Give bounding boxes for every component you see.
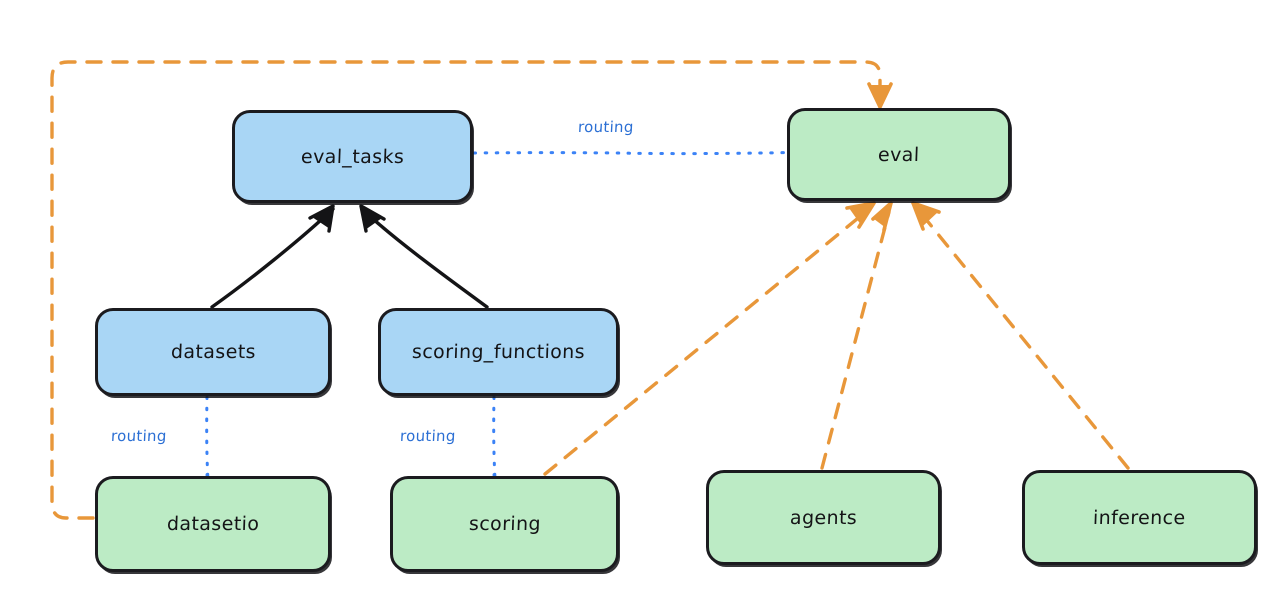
node-label-scoring: scoring xyxy=(468,513,541,535)
edge-datasets-to-datasetio xyxy=(205,395,210,488)
node-scoring-functions[interactable]: scoring_functions xyxy=(378,308,619,396)
node-datasetio[interactable]: datasetio xyxy=(95,476,331,572)
node-scoring[interactable]: scoring xyxy=(390,476,619,572)
node-datasets[interactable]: datasets xyxy=(95,308,331,396)
node-label-eval: eval xyxy=(877,143,921,166)
node-label-scoring-functions: scoring_functions xyxy=(411,341,586,363)
edge-datasets-to-eval_tasks xyxy=(210,204,335,309)
node-label-inference: inference xyxy=(1092,506,1187,529)
edge-scoring_functions-to-eval_tasks xyxy=(359,204,489,309)
node-agents[interactable]: agents xyxy=(706,470,941,565)
edge-label-routing-datasetio: routing xyxy=(110,427,168,445)
node-eval-tasks[interactable]: eval_tasks xyxy=(232,110,473,203)
edge-agents-to-eval xyxy=(820,201,893,470)
edge-scoring_functions-to-scoring xyxy=(492,395,497,488)
edge-inference-to-eval xyxy=(911,201,1130,470)
edge-label-routing-eval: routing xyxy=(577,118,635,136)
node-label-agents: agents xyxy=(789,506,858,529)
node-inference[interactable]: inference xyxy=(1022,470,1257,565)
node-label-datasets: datasets xyxy=(170,341,256,363)
node-label-eval-tasks: eval_tasks xyxy=(300,145,405,168)
edge-label-routing-scoring: routing xyxy=(399,427,457,445)
node-label-datasetio: datasetio xyxy=(166,513,260,535)
edge-eval_tasks-to-eval xyxy=(472,151,788,156)
node-eval[interactable]: eval xyxy=(787,108,1011,201)
